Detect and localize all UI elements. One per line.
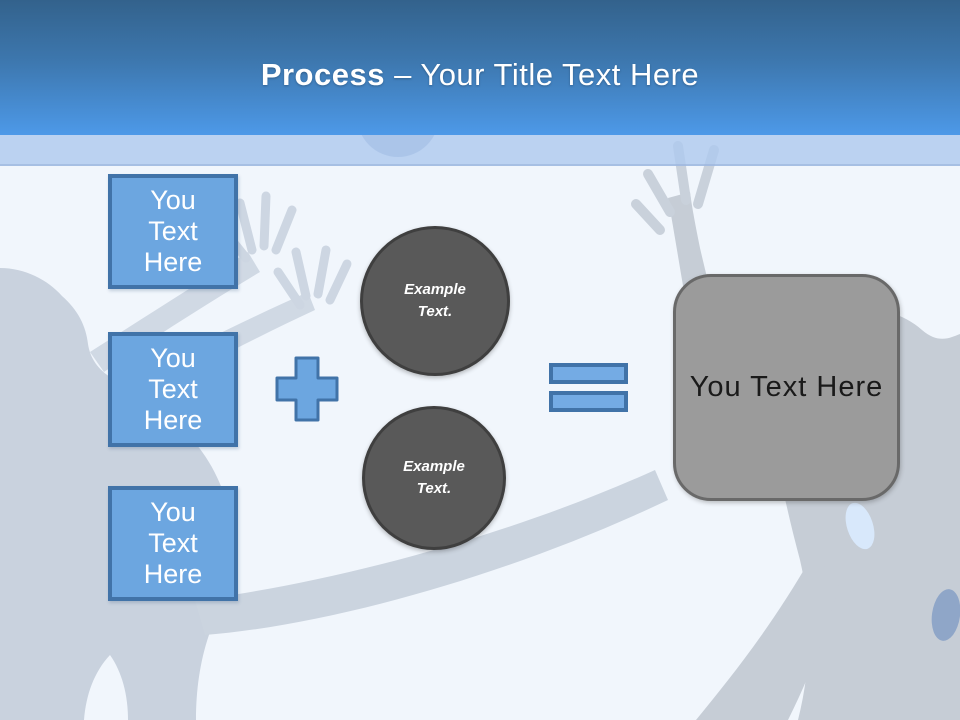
equals-icon — [549, 363, 628, 412]
header: Process – Your Title Text Here — [0, 0, 960, 135]
result-box-label: You Text Here — [689, 371, 884, 403]
slide-title: Process – Your Title Text Here — [261, 57, 699, 93]
example-circle-2[interactable]: Example Text. — [362, 406, 506, 550]
placeholder-box-1-label: You Text Here — [143, 184, 203, 278]
placeholder-box-3[interactable]: You Text Here — [108, 486, 238, 601]
placeholder-box-3-label: You Text Here — [143, 496, 203, 590]
placeholder-box-2[interactable]: You Text Here — [108, 332, 238, 447]
slide-title-rest: – Your Title Text Here — [384, 56, 700, 92]
slide-title-emphasis: Process — [260, 56, 385, 92]
example-circle-1-label: Example Text. — [404, 280, 466, 321]
result-box[interactable]: You Text Here — [673, 274, 900, 501]
placeholder-box-1[interactable]: You Text Here — [108, 174, 238, 289]
example-circle-2-label: Example Text. — [403, 457, 465, 498]
plus-icon — [275, 356, 339, 422]
accent-band — [0, 135, 960, 166]
example-circle-1[interactable]: Example Text. — [360, 226, 510, 376]
placeholder-box-2-label: You Text Here — [143, 342, 203, 436]
